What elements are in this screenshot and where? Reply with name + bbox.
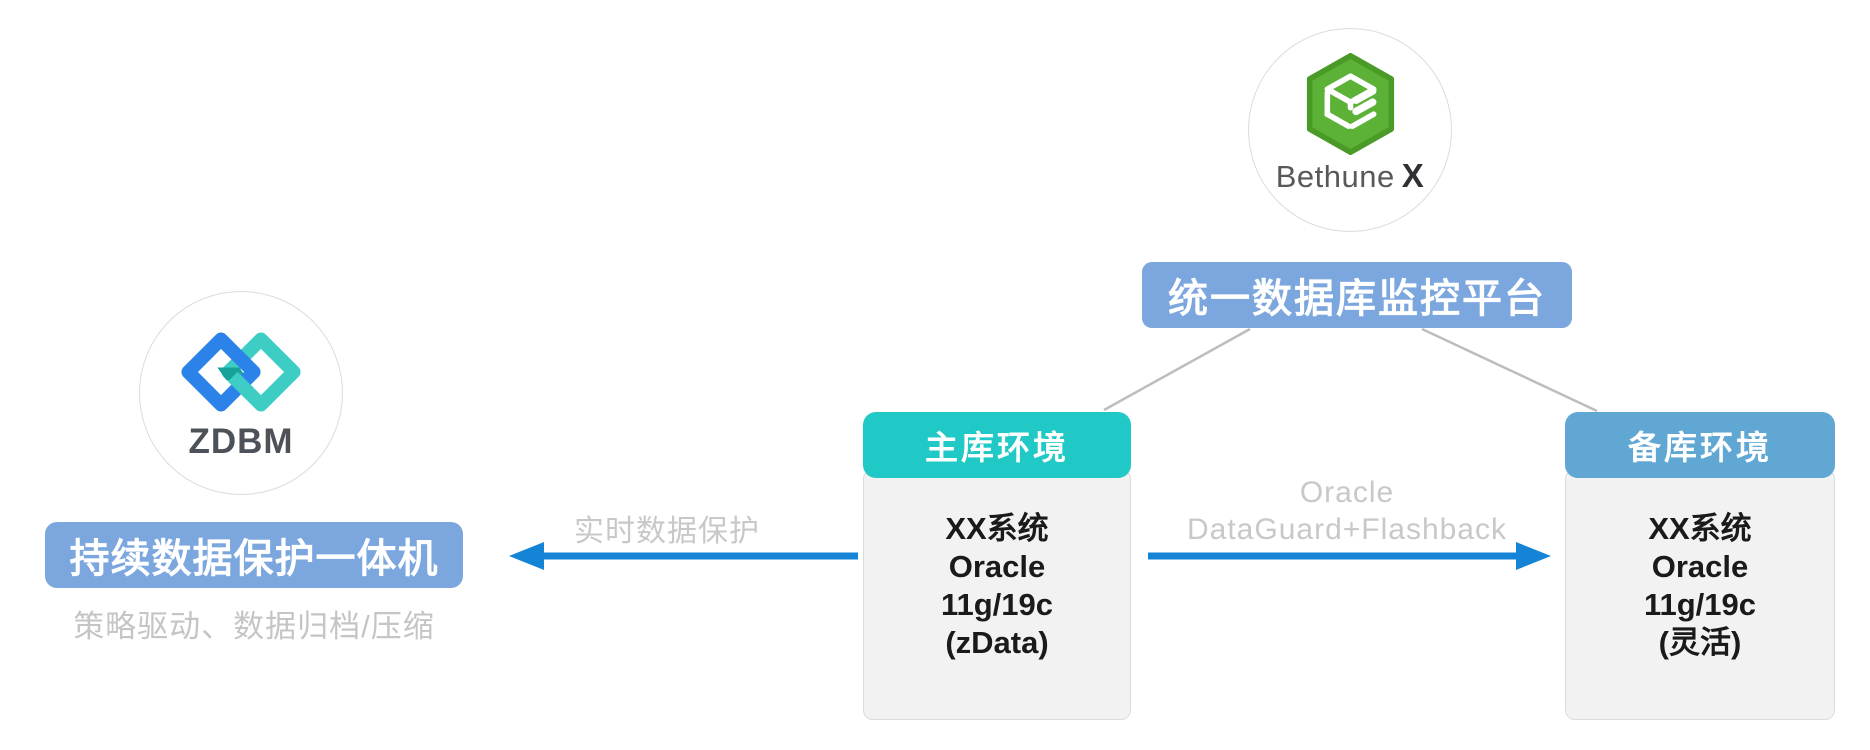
primary-env-line: 11g/19c [940,587,1054,622]
primary-env-line: XX系统 [945,511,1049,546]
standby-env-header: 备库环境 [1565,412,1835,478]
standby-env-box: XX系统 Oracle 11g/19c (灵活) 备库环境 [1565,412,1835,720]
middle-arrow-caption: Oracle DataGuard+Flashback [1157,474,1537,548]
bethune-cube-icon [1306,53,1394,155]
left-arrow-head-icon [509,542,544,570]
bethune-x: X [1401,157,1425,194]
zdbm-logo-badge: ZDBM [139,291,343,495]
primary-env-box: XX系统 Oracle 11g/19c (zData) 主库环境 [863,412,1131,720]
data-protection-label-text: 持续数据保护一体机 [69,537,439,581]
middle-arrow-head-icon [1516,542,1551,570]
left-arrow-caption: 实时数据保护 [574,515,760,548]
zdbm-logo-text: ZDBM [188,422,294,461]
bethune-name: Bethune [1275,159,1395,194]
primary-env-header: 主库环境 [863,412,1131,478]
middle-arrow-caption-line1: Oracle [1299,476,1395,509]
standby-env-body: XX系统 Oracle 11g/19c (灵活) [1565,469,1835,720]
standby-env-line: (灵活) [1658,625,1742,660]
monitor-platform-label-text: 统一数据库监控平台 [1168,277,1546,321]
connector-monitor-to-primary [1103,327,1251,412]
standby-env-line: XX系统 [1648,511,1752,546]
standby-env-line: 11g/19c [1643,587,1757,622]
monitor-platform-label: 统一数据库监控平台 [1142,262,1572,328]
middle-arrow-caption-line2: DataGuard+Flashback [1187,513,1507,546]
primary-env-body: XX系统 Oracle 11g/19c (zData) [863,469,1131,720]
primary-env-line: (zData) [945,625,1049,660]
data-protection-label: 持续数据保护一体机 [45,522,463,588]
standby-env-line: Oracle [1651,549,1749,584]
data-protection-subtitle: 策略驱动、数据归档/压缩 [73,609,435,644]
zdbm-links-icon [181,332,301,412]
primary-env-line: Oracle [948,549,1046,584]
connector-monitor-to-standby [1421,327,1598,413]
